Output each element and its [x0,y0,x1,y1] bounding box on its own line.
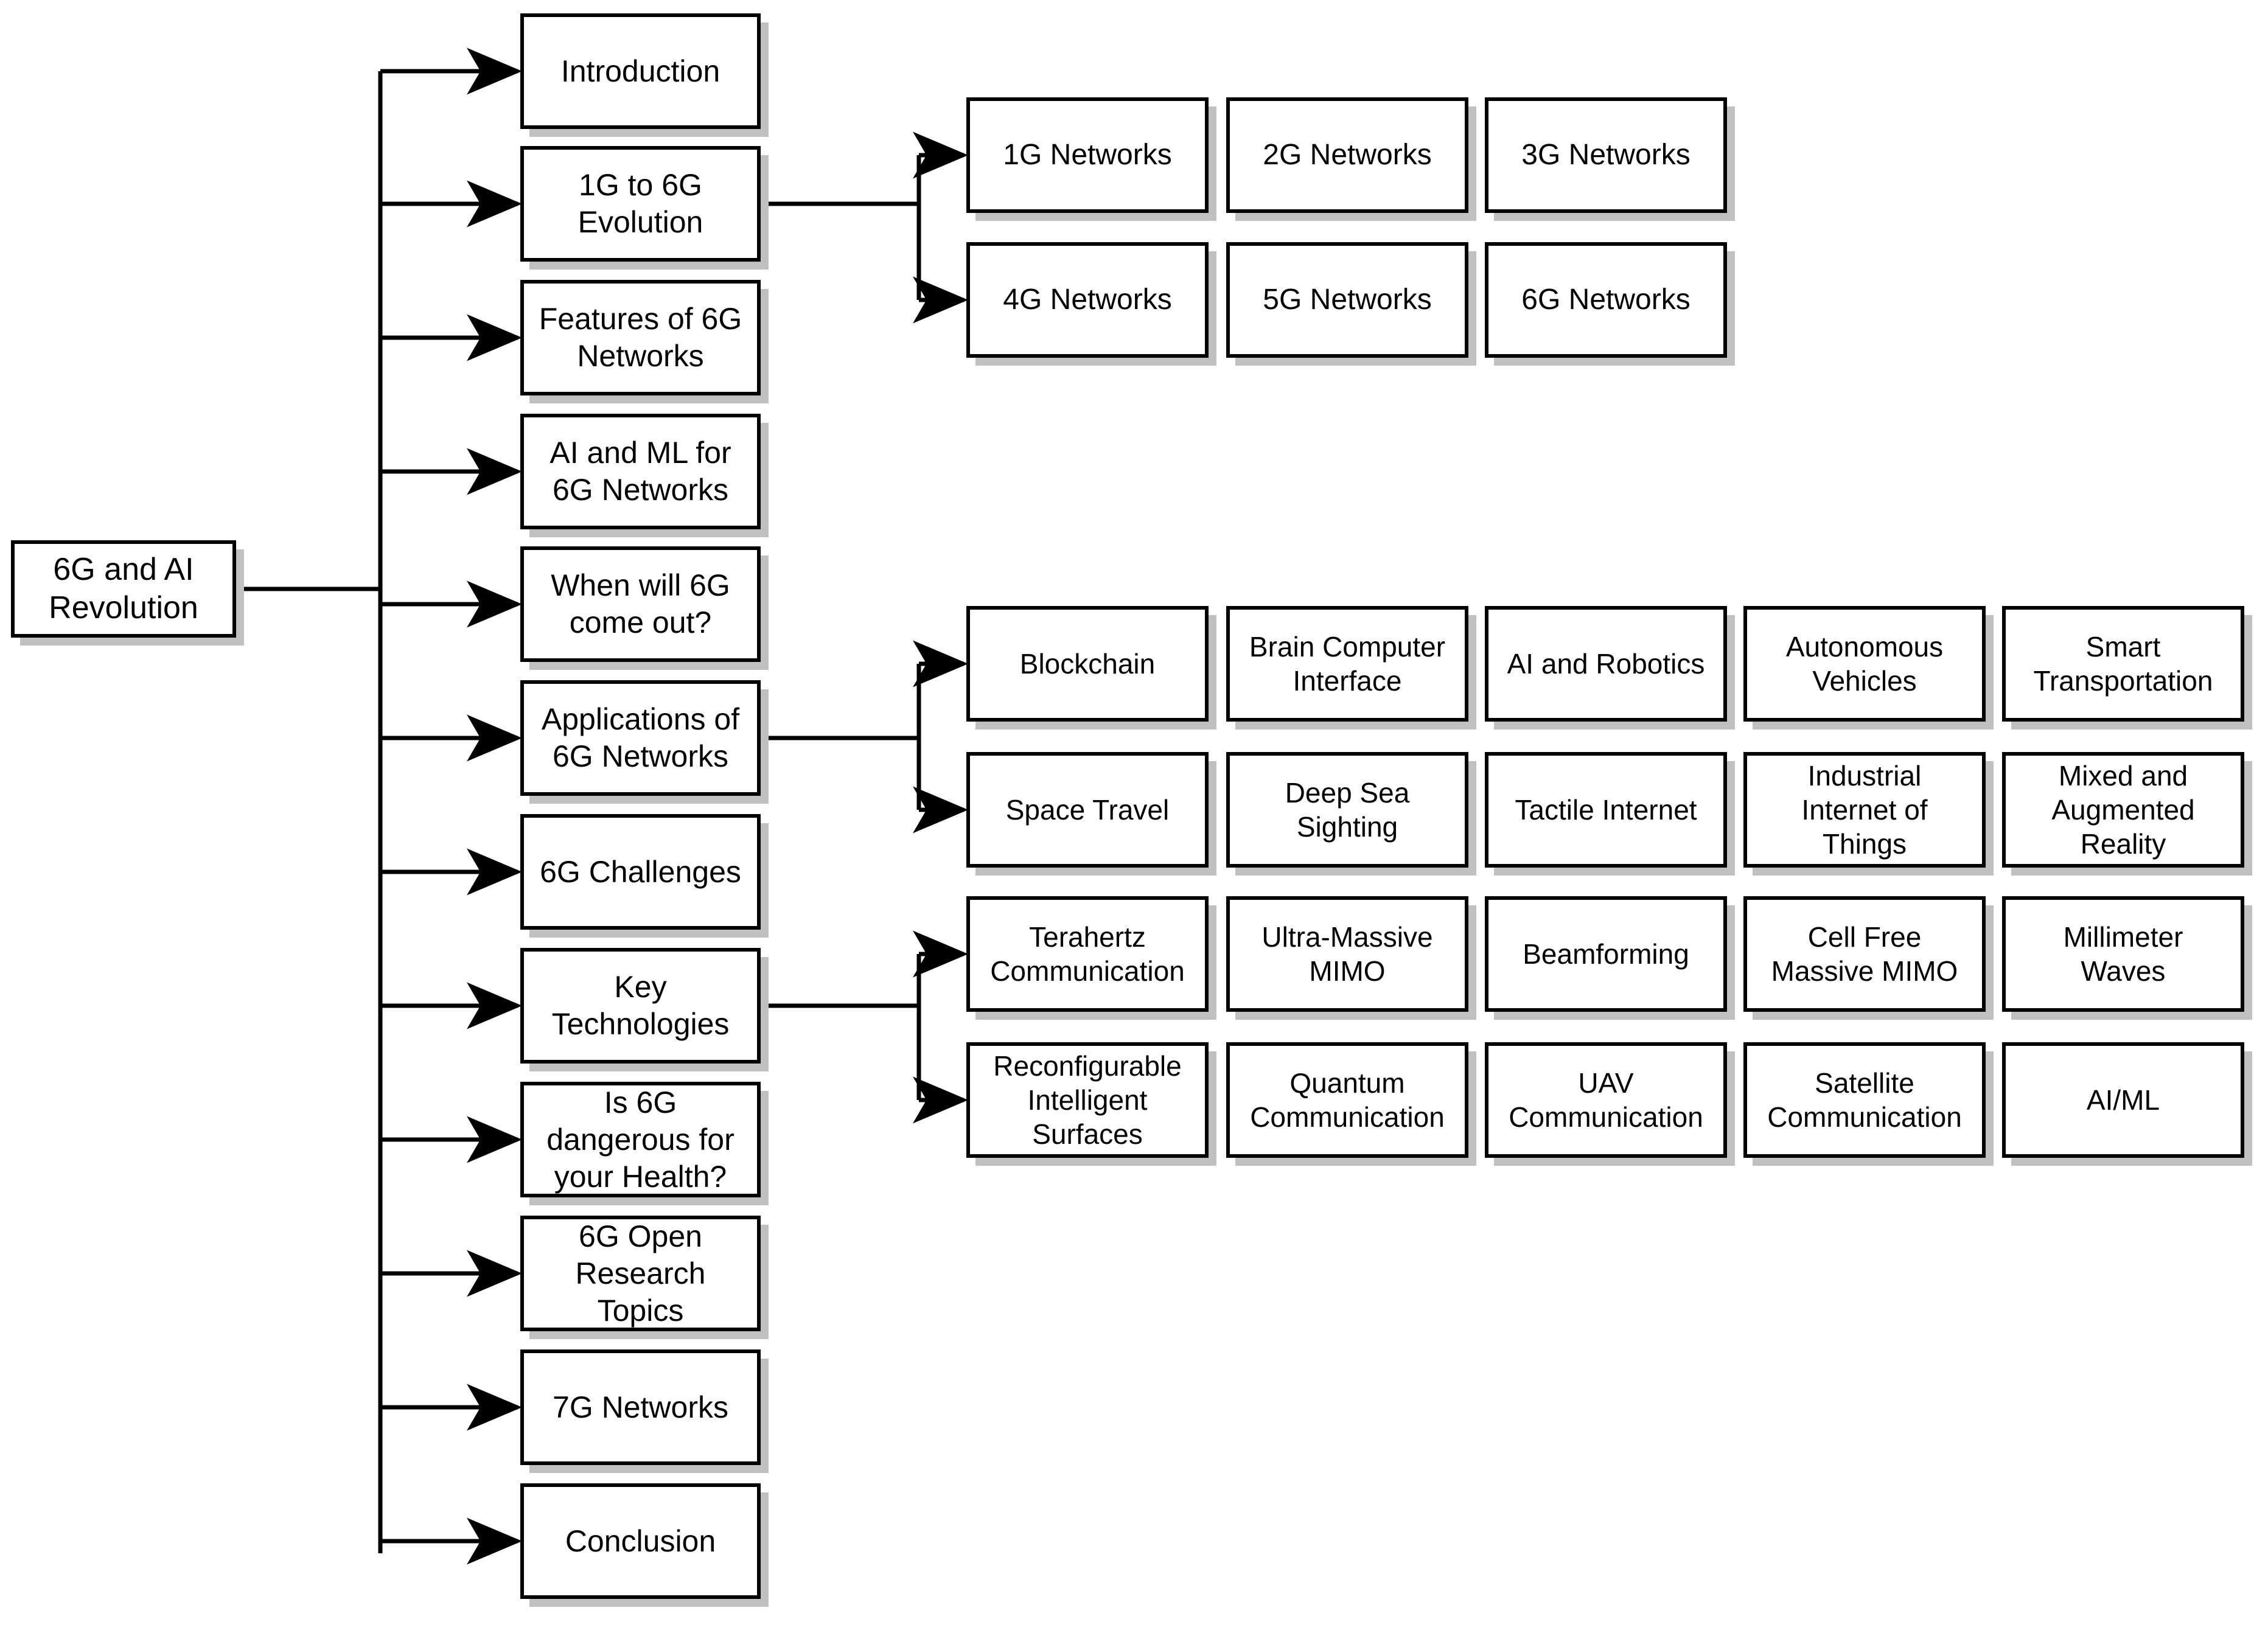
technology-node-reconfigurable-intelligent-surfaces[interactable]: Reconfigurable Intelligent Surfaces [966,1042,1209,1158]
main-node-key-technologies[interactable]: Key Technologies [520,948,761,1064]
main-node-introduction[interactable]: Introduction [520,13,761,129]
technology-node-ai-ml[interactable]: AI/ML [2002,1042,2244,1158]
main-node-1g-to-6g-evolution[interactable]: 1G to 6G Evolution [520,146,761,262]
technology-node-terahertz-communication[interactable]: Terahertz Communication [966,896,1209,1012]
generation-node-1g[interactable]: 1G Networks [966,97,1209,213]
technology-node-uav-communication[interactable]: UAV Communication [1485,1042,1727,1158]
generation-node-4g[interactable]: 4G Networks [966,242,1209,358]
application-node-mixed-and-augmented-reality[interactable]: Mixed and Augmented Reality [2002,752,2244,868]
application-node-space-travel[interactable]: Space Travel [966,752,1209,868]
application-node-industrial-internet-of-things[interactable]: Industrial Internet of Things [1743,752,1986,868]
technology-node-satellite-communication[interactable]: Satellite Communication [1743,1042,1986,1158]
main-node-applications-of-6g-networks[interactable]: Applications of 6G Networks [520,680,761,796]
technology-node-quantum-communication[interactable]: Quantum Communication [1226,1042,1468,1158]
main-node-conclusion[interactable]: Conclusion [520,1483,761,1599]
root-node-6g-and-ai-revolution[interactable]: 6G and AI Revolution [11,540,236,638]
application-node-blockchain[interactable]: Blockchain [966,606,1209,722]
generation-node-3g[interactable]: 3G Networks [1485,97,1727,213]
application-node-tactile-internet[interactable]: Tactile Internet [1485,752,1727,868]
main-node-6g-open-research-topics[interactable]: 6G Open Research Topics [520,1216,761,1331]
technology-node-millimeter-waves[interactable]: Millimeter Waves [2002,896,2244,1012]
main-node-features-of-6g-networks[interactable]: Features of 6G Networks [520,280,761,395]
main-node-7g-networks[interactable]: 7G Networks [520,1349,761,1465]
generation-node-6g[interactable]: 6G Networks [1485,242,1727,358]
generation-node-2g[interactable]: 2G Networks [1226,97,1468,213]
technology-node-ultra-massive-mimo[interactable]: Ultra-Massive MIMO [1226,896,1468,1012]
main-node-when-will-6g-come-out[interactable]: When will 6G come out? [520,546,761,662]
application-node-ai-and-robotics[interactable]: AI and Robotics [1485,606,1727,722]
technology-node-cell-free-massive-mimo[interactable]: Cell Free Massive MIMO [1743,896,1986,1012]
generation-node-5g[interactable]: 5G Networks [1226,242,1468,358]
technology-node-beamforming[interactable]: Beamforming [1485,896,1727,1012]
application-node-smart-transportation[interactable]: Smart Transportation [2002,606,2244,722]
main-node-is-6g-dangerous-for-your-health[interactable]: Is 6G dangerous for your Health? [520,1082,761,1197]
application-node-autonomous-vehicles[interactable]: Autonomous Vehicles [1743,606,1986,722]
main-node-6g-challenges[interactable]: 6G Challenges [520,814,761,930]
application-node-deep-sea-sighting[interactable]: Deep Sea Sighting [1226,752,1468,868]
main-node-ai-and-ml-for-6g-networks[interactable]: AI and ML for 6G Networks [520,414,761,529]
application-node-brain-computer-interface[interactable]: Brain Computer Interface [1226,606,1468,722]
